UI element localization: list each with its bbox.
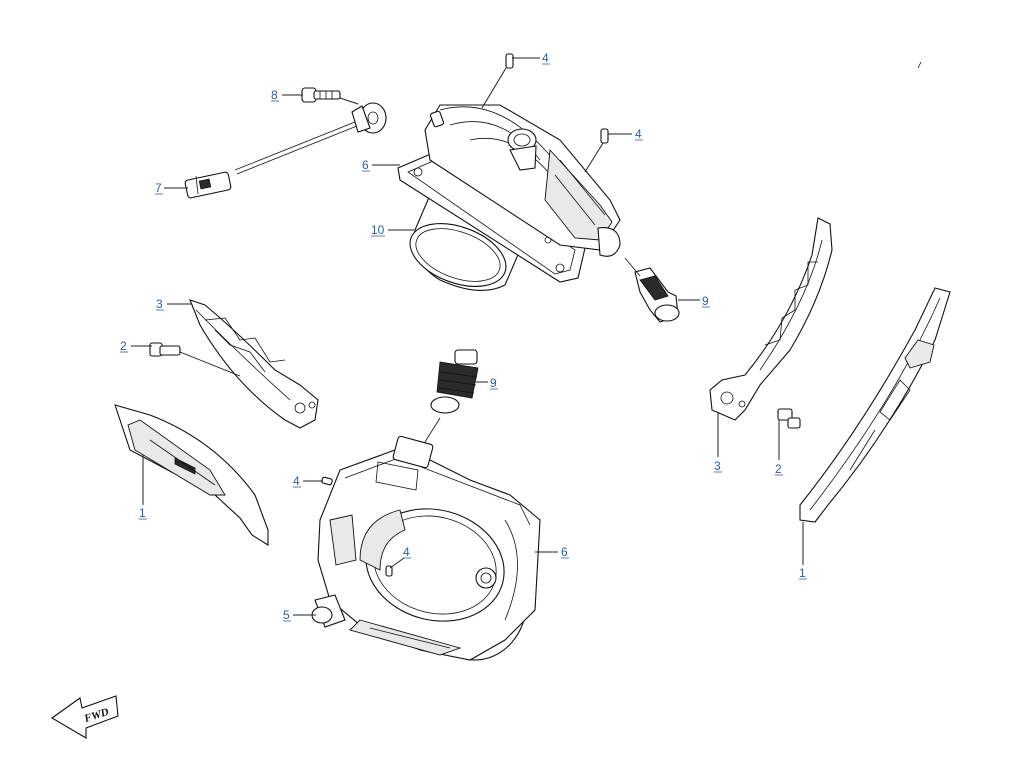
callout-4-top[interactable]: 4 bbox=[542, 51, 549, 65]
callout-6-lower[interactable]: 6 bbox=[561, 545, 568, 559]
stud-9-upper bbox=[625, 258, 679, 322]
callout-8[interactable]: 8 bbox=[271, 88, 278, 102]
dowel-pin-top-right bbox=[601, 129, 608, 143]
callout-1-left[interactable]: 1 bbox=[139, 506, 146, 520]
upper-cylinder-assembly bbox=[398, 105, 620, 298]
callout-4-upper-right[interactable]: 4 bbox=[635, 127, 642, 141]
callout-6-upper[interactable]: 6 bbox=[362, 158, 369, 172]
callout-9-middle[interactable]: 9 bbox=[490, 376, 497, 390]
callout-9-upper[interactable]: 9 bbox=[702, 294, 709, 308]
cylinder-block bbox=[312, 436, 540, 660]
forward-direction-arrow-icon: FWD bbox=[50, 695, 119, 739]
pivot-bolt-2-right bbox=[778, 409, 800, 428]
callout-2-left[interactable]: 2 bbox=[120, 339, 127, 353]
stray-mark bbox=[917, 61, 922, 69]
chain-tensioner-guide-3-left bbox=[190, 300, 318, 428]
callout-4-block-inner[interactable]: 4 bbox=[403, 545, 410, 559]
callout-layer: 4 8 4 6 7 10 9 3 2 bbox=[120, 51, 807, 622]
callout-5[interactable]: 5 bbox=[283, 608, 290, 622]
callout-3-right[interactable]: 3 bbox=[714, 459, 721, 473]
knock-sensor-7 bbox=[185, 103, 386, 198]
callout-1-right[interactable]: 1 bbox=[799, 566, 806, 580]
callout-7[interactable]: 7 bbox=[155, 181, 162, 195]
dowel-pin-top-left bbox=[506, 54, 513, 68]
callout-3-left[interactable]: 3 bbox=[156, 297, 163, 311]
stud-9-middle bbox=[420, 350, 478, 450]
callout-10[interactable]: 10 bbox=[371, 223, 385, 237]
chain-tensioner-guide-3-right bbox=[710, 218, 832, 420]
chain-guide-1-left bbox=[115, 405, 268, 545]
pivot-bolt-2-left bbox=[150, 343, 240, 376]
callout-2-right[interactable]: 2 bbox=[775, 462, 782, 476]
bolt-8 bbox=[302, 88, 340, 102]
callout-4-block-left[interactable]: 4 bbox=[293, 474, 300, 488]
chain-guide-1-right bbox=[800, 288, 950, 522]
